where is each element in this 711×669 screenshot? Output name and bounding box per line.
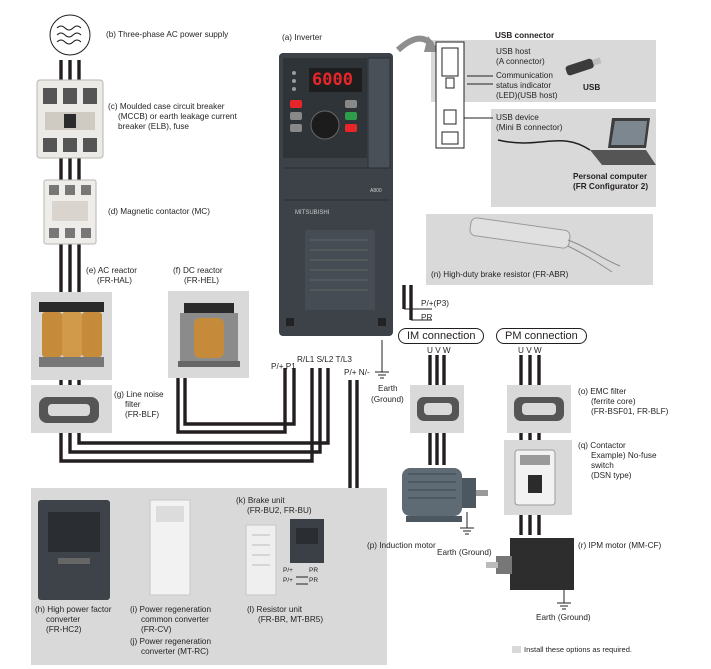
pr-common-label-3: (FR-CV): [141, 625, 172, 634]
line-noise-label-2: filter: [125, 400, 141, 409]
no-fuse-switch-icon: [514, 449, 556, 506]
brake-unit-terminal-pp2: P/+: [283, 577, 293, 584]
hp-converter-label-3: (FR-HC2): [46, 625, 82, 634]
pc-label-2: (FR Configurator 2): [573, 182, 649, 191]
brake-unit-terminal-pr: PR: [309, 567, 319, 574]
resistor-unit-label-1: (l) Resistor unit: [247, 605, 303, 614]
mccb-label-1: (c) Moulded case circuit breaker: [108, 102, 225, 111]
dc-reactor-icon: [178, 303, 240, 367]
usb-connector-title: USB connector: [495, 31, 555, 40]
pr-converter-label-1: (j) Power regeneration: [130, 637, 212, 646]
legend-swatch: [512, 646, 521, 653]
regen-common-converter-icon: [149, 499, 191, 596]
pc-label-1: Personal computer: [573, 172, 648, 181]
contactor-label-1: (q) Contactor: [578, 441, 626, 450]
line-noise-label-3: (FR-BLF): [125, 410, 160, 419]
ipm-motor-earth: Earth (Ground): [536, 613, 591, 622]
pr-common-label-1: (i) Power regeneration: [130, 605, 212, 614]
mc-label: (d) Magnetic contactor (MC): [108, 207, 210, 216]
im-emc-filter-icon: [417, 397, 459, 421]
usb-cable: [497, 139, 591, 151]
usb-indicator-label-2: status indicator: [496, 81, 552, 90]
resistor-unit-icon: [245, 524, 277, 596]
line-noise-filter-icon: [39, 397, 99, 423]
ipm-motor-label: (r) IPM motor (MM-CF): [578, 541, 662, 550]
mccb-label-2: (MCCB) or earth leakage current: [118, 112, 237, 121]
hp-converter-label-2: converter: [46, 615, 81, 624]
hp-converter-label-1: (h) High power factor: [35, 605, 112, 614]
ac-reactor-icon: [39, 302, 104, 367]
brake-unit-terminal-pp: P/+: [283, 567, 293, 574]
inverter-model: A800: [370, 188, 382, 194]
terminal-p-p1: P/+ P1: [271, 362, 296, 371]
inverter-label: (a) Inverter: [282, 33, 323, 42]
pm-connection-header: PM connection: [496, 328, 587, 344]
inverter-icon: [279, 53, 393, 336]
terminal-p3: P/+(P3): [421, 299, 449, 308]
inverter-earth-1: Earth: [378, 384, 398, 393]
ac-supply-icon: [49, 14, 91, 56]
ipm-motor-icon: [486, 538, 574, 590]
brake-unit-icon: [290, 519, 324, 563]
pr-converter-label-2: converter (MT-RC): [141, 647, 209, 656]
brake-resistor-icon: [469, 217, 621, 273]
laptop-icon: [590, 118, 656, 165]
contactor-label-3: switch: [591, 461, 614, 470]
usb-connector-icon: [435, 41, 465, 149]
inverter-display: 6000: [312, 70, 353, 90]
brake-unit-terminal-pr2: PR: [309, 577, 319, 584]
brake-resistor-panel: [426, 214, 653, 285]
brake-resistor-label: (n) High-duty brake resistor (FR-ABR): [431, 270, 569, 279]
terminal-rst: R/L1 S/L2 T/L3: [297, 355, 352, 364]
usb-host-label-2: (A connector): [496, 57, 545, 66]
terminal-uvw-im: U V W: [427, 346, 451, 355]
im-connection-header: IM connection: [398, 328, 485, 344]
usb-device-label-2: (Mini B connector): [496, 123, 563, 132]
usb-indicator-label-1: Communication: [496, 71, 553, 80]
pm-emc-filter-icon: [514, 397, 564, 421]
emc-filter-label-3: (FR-BSF01, FR-BLF): [591, 407, 669, 416]
induction-motor-icon: [402, 468, 488, 522]
line-noise-label-1: (g) Line noise: [114, 390, 164, 399]
usb-host-label-1: USB host: [496, 47, 531, 56]
usb-device-label-1: USB device: [496, 113, 539, 122]
terminal-uvw-pm: U V W: [518, 346, 542, 355]
pr-common-label-2: common converter: [141, 615, 209, 624]
induction-motor-earth: Earth (Ground): [437, 548, 492, 557]
mccb-icon: [36, 79, 104, 159]
terminal-pn: P/+ N/-: [344, 368, 370, 377]
usb-panel: [431, 40, 656, 102]
magnetic-contactor-icon: [43, 179, 97, 245]
induction-motor-label: (p) Induction motor: [367, 541, 436, 550]
dc-reactor-label-2: (FR-HEL): [184, 276, 220, 285]
inverter-brand: MITSUBISHI: [295, 210, 330, 216]
power-supply-label: (b) Three-phase AC power supply: [106, 30, 229, 39]
contactor-label-2: Example) No-fuse: [591, 451, 657, 460]
ac-reactor-label-2: (FR-HAL): [97, 276, 133, 285]
resistor-unit-label-2: (FR-BR, MT-BR5): [258, 615, 324, 624]
usb-stick-icon: [565, 57, 602, 76]
emc-filter-label-2: (ferrite core): [591, 397, 636, 406]
inverter-earth-2: (Ground): [371, 395, 404, 404]
dc-reactor-label-1: (f) DC reactor: [173, 266, 223, 275]
high-power-converter-icon: [38, 500, 110, 600]
brake-unit-label-2: (FR-BU2, FR-BU): [247, 506, 312, 515]
contactor-label-4: (DSN type): [591, 471, 632, 480]
usb-stick-label: USB: [583, 83, 601, 92]
mccb-label-3: breaker (ELB), fuse: [118, 122, 189, 131]
usb-indicator-label-3: (LED)(USB host): [496, 91, 558, 100]
legend-text: Install these options as required.: [524, 645, 632, 654]
emc-filter-label-1: (o) EMC filter: [578, 387, 627, 396]
brake-unit-label-1: (k) Brake unit: [236, 496, 285, 505]
ac-reactor-label-1: (e) AC reactor: [86, 266, 137, 275]
terminal-pr: PR: [421, 313, 433, 322]
